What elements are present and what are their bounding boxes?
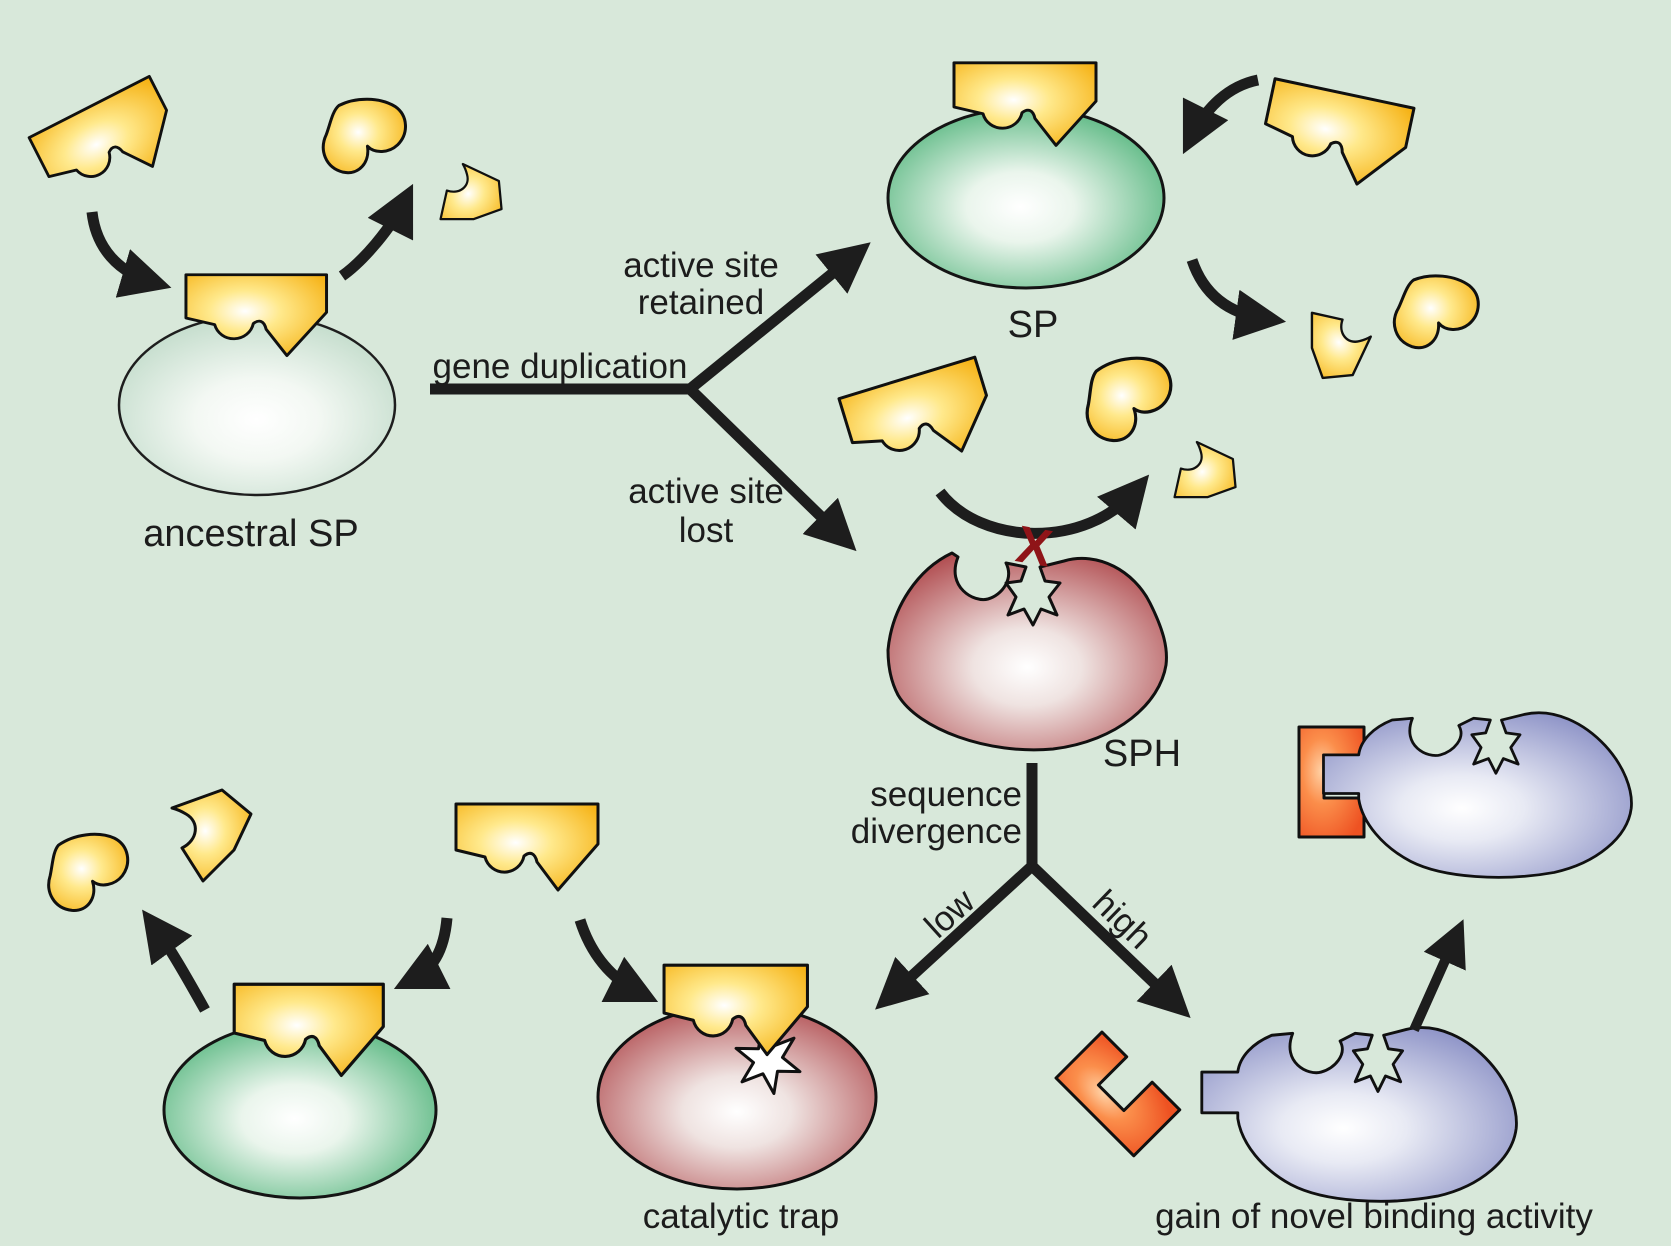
- sequence-divergence-line1: sequence: [870, 775, 1022, 814]
- binding-out-arrow: [1409, 919, 1466, 1033]
- active-site-retained-line1: active site: [623, 246, 779, 285]
- catalytic-trap-group: catalytic trap: [574, 918, 878, 1236]
- gene-duplication-branch: gene duplication active site retained ac…: [430, 242, 871, 552]
- ancestral-sp-label: ancestral SP: [143, 513, 358, 555]
- substrate-in-arrow: [393, 917, 453, 990]
- sp-group: SP: [886, 61, 1484, 393]
- sph-group: X SPH: [837, 353, 1250, 775]
- gene-duplication-label: gene duplication: [433, 347, 688, 386]
- products-out-arrow: [142, 909, 210, 1013]
- free-substrate-icon: [837, 355, 1002, 483]
- substrate-in-arrow: [86, 211, 172, 298]
- sp-label: SP: [1008, 304, 1059, 346]
- product-heart-icon: [44, 831, 132, 914]
- sph-enzyme-shape: [886, 551, 1168, 752]
- gain-novel-binding-label: gain of novel binding activity: [1155, 1197, 1593, 1236]
- binding-protein-shape: [1200, 1026, 1518, 1203]
- sequence-divergence-line2: divergence: [851, 812, 1022, 851]
- sequence-divergence-branch: sequence divergence low high: [851, 763, 1191, 1019]
- blocked-catalysis-arrow: [935, 474, 1150, 539]
- free-substrate-icon: [1255, 77, 1416, 194]
- free-ligand-icon: [1054, 1030, 1182, 1158]
- sph-label: SPH: [1103, 733, 1181, 775]
- product-heart-icon: [1081, 353, 1177, 445]
- active-site-lost-line2: lost: [679, 511, 734, 550]
- active-site-lost-line1: active site: [628, 472, 784, 511]
- branch-down-arrow: [686, 385, 857, 552]
- substrate-in-arrow: [1182, 74, 1260, 155]
- binding-protein-shape: [1322, 711, 1633, 879]
- substrate-in-arrow: [574, 918, 659, 1003]
- product-wedge-icon: [170, 788, 253, 883]
- free-substrate-icon: [27, 74, 188, 212]
- high-divergence-arrow: [1028, 862, 1191, 1019]
- low-divergence-sp-group: [44, 788, 600, 1200]
- low-label: low: [917, 881, 983, 946]
- catalytic-trap-label: catalytic trap: [643, 1197, 839, 1236]
- ancestral-enzyme-ellipse: [117, 313, 397, 497]
- low-divergence-arrow: [875, 861, 1036, 1010]
- products-out-arrow: [338, 183, 414, 281]
- sp-enzyme-ellipse: [886, 106, 1166, 290]
- active-site-retained-line2: retained: [638, 283, 764, 322]
- product-wedge-icon: [1283, 294, 1383, 393]
- ligand-complex-group: [1297, 711, 1633, 879]
- free-substrate-icon: [454, 802, 600, 892]
- product-heart-icon: [319, 94, 410, 179]
- novel-binding-group: gain of novel binding activity: [1054, 919, 1593, 1236]
- branch-up-arrow: [686, 242, 871, 394]
- product-wedge-icon: [1156, 431, 1250, 524]
- high-label: high: [1085, 883, 1160, 957]
- sph-enzyme-ellipse: [596, 1003, 878, 1191]
- product-heart-icon: [1388, 267, 1484, 359]
- product-wedge-icon: [422, 153, 516, 246]
- ancestral-sp-group: ancestral SP: [27, 74, 516, 555]
- products-out-arrow: [1186, 258, 1287, 340]
